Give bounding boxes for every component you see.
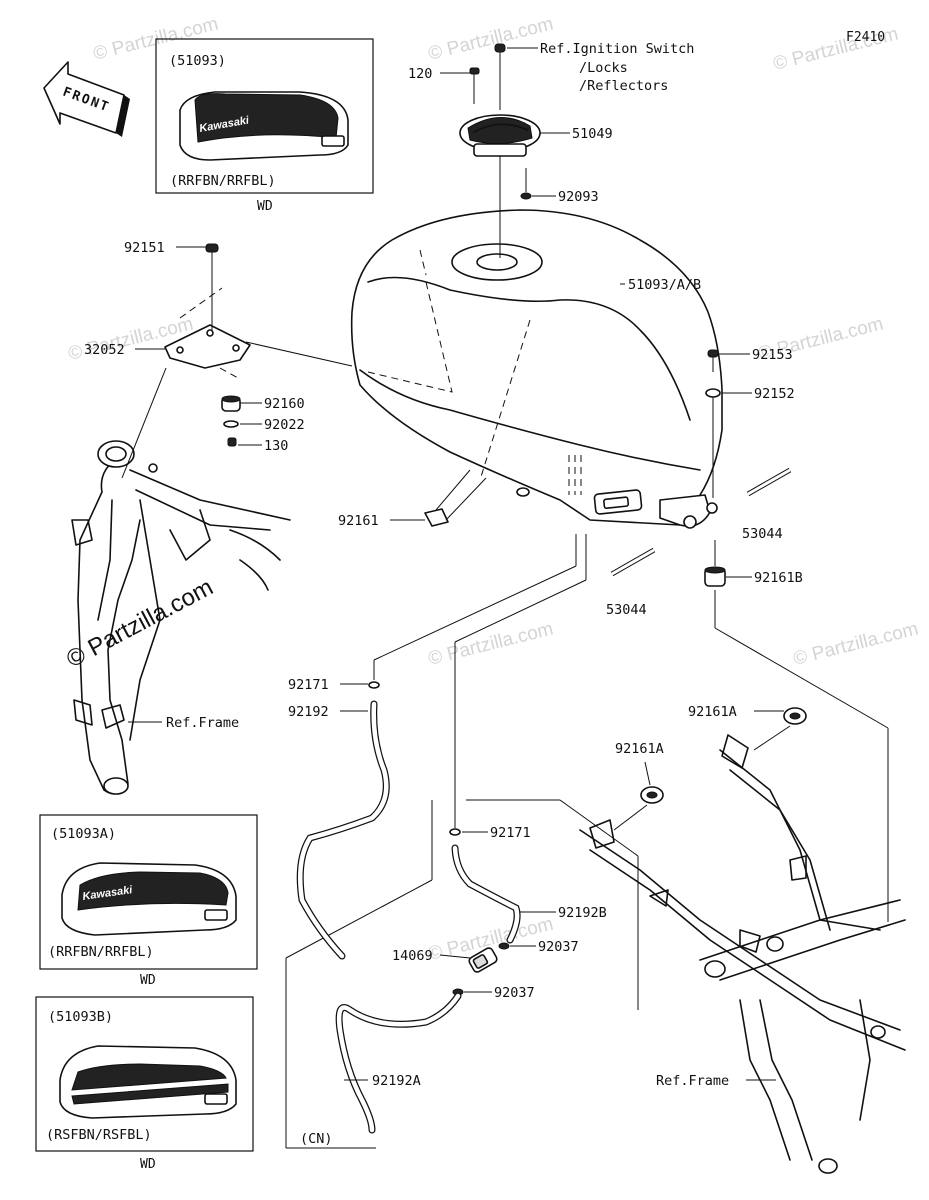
clip-53044-lower bbox=[610, 547, 656, 577]
variant-note: WD bbox=[257, 199, 273, 214]
hose-92192a bbox=[335, 992, 462, 1134]
ref-frame-left[interactable]: Ref.Frame bbox=[166, 715, 239, 731]
part-label-92171-upper[interactable]: 92171 bbox=[288, 677, 329, 693]
part-label-53044-right[interactable]: 53044 bbox=[742, 526, 783, 542]
part-label-92171-lower[interactable]: 92171 bbox=[490, 825, 531, 841]
variant-box-51093a: (51093A) Kawasaki (RRFBN/RRFBL) WD bbox=[39, 814, 258, 988]
grommet-92160 bbox=[221, 395, 241, 412]
screw-120 bbox=[469, 67, 480, 104]
part-labels: Ref.Ignition Switch /Locks /Reflectors 1… bbox=[84, 41, 803, 1147]
watermark-large: © Partzilla.com bbox=[62, 574, 217, 674]
bracket-32052 bbox=[164, 243, 353, 379]
variant-box-51093b: (51093B) (RSFBN/RSFBL) WD bbox=[35, 996, 254, 1172]
variant-colors: (RRFBN/RRFBL) bbox=[48, 944, 154, 960]
hose-92192b bbox=[449, 828, 521, 944]
part-label-92037-lower[interactable]: 92037 bbox=[494, 985, 535, 1001]
ref-ignition-line2: /Locks bbox=[579, 60, 628, 76]
part-label-92153[interactable]: 92153 bbox=[752, 347, 793, 363]
part-label-130[interactable]: 130 bbox=[264, 438, 288, 454]
part-label-92152[interactable]: 92152 bbox=[754, 386, 795, 402]
ref-frame-right[interactable]: Ref.Frame bbox=[656, 1073, 729, 1089]
fuel-cap bbox=[459, 114, 541, 258]
fuel-filter-14069 bbox=[452, 942, 510, 996]
part-label-92192b[interactable]: 92192B bbox=[558, 905, 607, 921]
part-label-51049[interactable]: 51049 bbox=[572, 126, 613, 142]
part-label-92151[interactable]: 92151 bbox=[124, 240, 165, 256]
screw-ref-ignition bbox=[494, 43, 506, 110]
variant-colors: (RRFBN/RRFBL) bbox=[170, 173, 276, 189]
ref-ignition-line1: Ref.Ignition Switch bbox=[540, 41, 694, 57]
variant-note: WD bbox=[140, 1157, 156, 1172]
variant-code: (51093B) bbox=[48, 1009, 113, 1025]
washer-92022 bbox=[223, 420, 239, 428]
part-label-32052[interactable]: 32052 bbox=[84, 342, 125, 358]
left-frame-ref bbox=[71, 367, 291, 795]
clip-53044-right bbox=[746, 467, 792, 497]
bolt-130 bbox=[227, 437, 237, 447]
damper-92161 bbox=[424, 469, 487, 527]
part-label-92161[interactable]: 92161 bbox=[338, 513, 379, 529]
part-label-92161a-lower[interactable]: 92161A bbox=[615, 741, 664, 757]
screw-92153 bbox=[707, 349, 719, 372]
washer-92093 bbox=[520, 168, 532, 200]
damper-92161b bbox=[704, 540, 726, 587]
part-label-51093[interactable]: 51093/A/B bbox=[628, 277, 701, 293]
part-label-92160[interactable]: 92160 bbox=[264, 396, 305, 412]
watermark: © Partzilla.com bbox=[791, 619, 920, 670]
part-label-92037-upper[interactable]: 92037 bbox=[538, 939, 579, 955]
reference-lines bbox=[285, 534, 889, 1149]
variant-code: (51093A) bbox=[51, 826, 116, 842]
part-label-92093[interactable]: 92093 bbox=[558, 189, 599, 205]
variant-note: WD bbox=[140, 973, 156, 988]
watermark: © Partzilla.com bbox=[426, 14, 555, 65]
variant-code: (51093) bbox=[169, 53, 226, 69]
variant-box-51093: (51093) Kawasaki (RRFBN/RRFBL) WD bbox=[155, 38, 374, 214]
part-label-92022[interactable]: 92022 bbox=[264, 417, 305, 433]
figure-id: F2410 bbox=[846, 30, 885, 45]
damper-92161a-lower bbox=[613, 786, 664, 831]
right-frame-ref bbox=[579, 734, 906, 1174]
part-label-92192a[interactable]: 92192A bbox=[372, 1073, 421, 1089]
cn-label: (CN) bbox=[300, 1131, 333, 1147]
ref-ignition-line3: /Reflectors bbox=[579, 78, 668, 94]
part-label-120[interactable]: 120 bbox=[408, 66, 432, 82]
front-arrow-icon: FRONT bbox=[43, 61, 130, 137]
part-label-92161a-upper[interactable]: 92161A bbox=[688, 704, 737, 720]
variant-colors: (RSFBN/RSFBL) bbox=[46, 1127, 152, 1143]
part-label-53044-lower[interactable]: 53044 bbox=[606, 602, 647, 618]
part-label-92192[interactable]: 92192 bbox=[288, 704, 329, 720]
damper-92161a-upper bbox=[753, 707, 807, 751]
part-label-92161b[interactable]: 92161B bbox=[754, 570, 803, 586]
collar-92152 bbox=[705, 388, 721, 498]
hose-92192 bbox=[296, 681, 390, 960]
fuel-tank bbox=[350, 209, 723, 529]
label-leaders bbox=[128, 47, 784, 1081]
part-label-14069[interactable]: 14069 bbox=[392, 948, 433, 964]
